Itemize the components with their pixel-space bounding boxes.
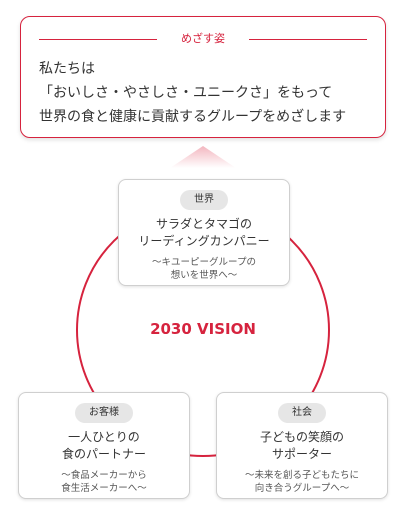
card-subtitle: 〜食品メーカーから 食生活メーカーへ〜	[19, 469, 189, 495]
card-title-line: リーディングカンパニー	[138, 234, 270, 248]
card-title: 一人ひとりの 食のパートナー	[19, 429, 189, 463]
card-subtitle: 〜未来を創る子どもたちに 向き合うグループへ〜	[217, 469, 387, 495]
card-title-line: 一人ひとりの	[68, 430, 140, 444]
card-world: 世界 サラダとタマゴの リーディングカンパニー 〜キユーピーグループの 想いを世…	[118, 179, 290, 286]
goal-label: めざす姿	[181, 32, 225, 45]
card-tag: お客様	[75, 403, 133, 423]
divider	[39, 39, 158, 40]
divider	[248, 39, 367, 40]
card-subtitle-line: 想いを世界へ〜	[170, 270, 238, 281]
goal-box: めざす姿 私たちは 「おいしさ・やさしさ・ユニークさ」をもって 世界の食と健康に…	[20, 16, 386, 138]
card-subtitle-line: 食生活メーカーへ〜	[61, 483, 147, 494]
card-subtitle: 〜キユーピーグループの 想いを世界へ〜	[119, 256, 289, 282]
card-tag: 社会	[278, 403, 326, 423]
card-subtitle-line: 向き合うグループへ〜	[254, 483, 350, 494]
card-title-line: サポーター	[271, 447, 332, 461]
up-arrow-icon	[170, 146, 236, 168]
card-subtitle-line: 〜キユーピーグループの	[152, 257, 256, 268]
card-customers: お客様 一人ひとりの 食のパートナー 〜食品メーカーから 食生活メーカーへ〜	[18, 392, 190, 499]
card-title-line: 食のパートナー	[61, 447, 146, 461]
goal-line: 私たちは	[39, 61, 95, 77]
card-title: 子どもの笑顔の サポーター	[217, 429, 387, 463]
goal-statement: 私たちは 「おいしさ・やさしさ・ユニークさ」をもって 世界の食と健康に貢献するグ…	[39, 57, 346, 129]
goal-line: 世界の食と健康に貢献するグループをめざします	[39, 109, 347, 125]
card-subtitle-line: 〜食品メーカーから	[61, 470, 147, 481]
card-title-line: サラダとタマゴの	[155, 217, 252, 231]
card-title-line: 子どもの笑顔の	[259, 430, 344, 444]
card-society: 社会 子どもの笑顔の サポーター 〜未来を創る子どもたちに 向き合うグループへ〜	[216, 392, 388, 499]
card-subtitle-line: 〜未来を創る子どもたちに	[244, 470, 359, 481]
goal-label-row: めざす姿	[39, 31, 367, 47]
card-tag: 世界	[180, 190, 228, 210]
vision-title: 2030 VISION	[150, 320, 256, 338]
card-title: サラダとタマゴの リーディングカンパニー	[119, 216, 289, 250]
goal-line: 「おいしさ・やさしさ・ユニークさ」をもって	[39, 85, 333, 101]
